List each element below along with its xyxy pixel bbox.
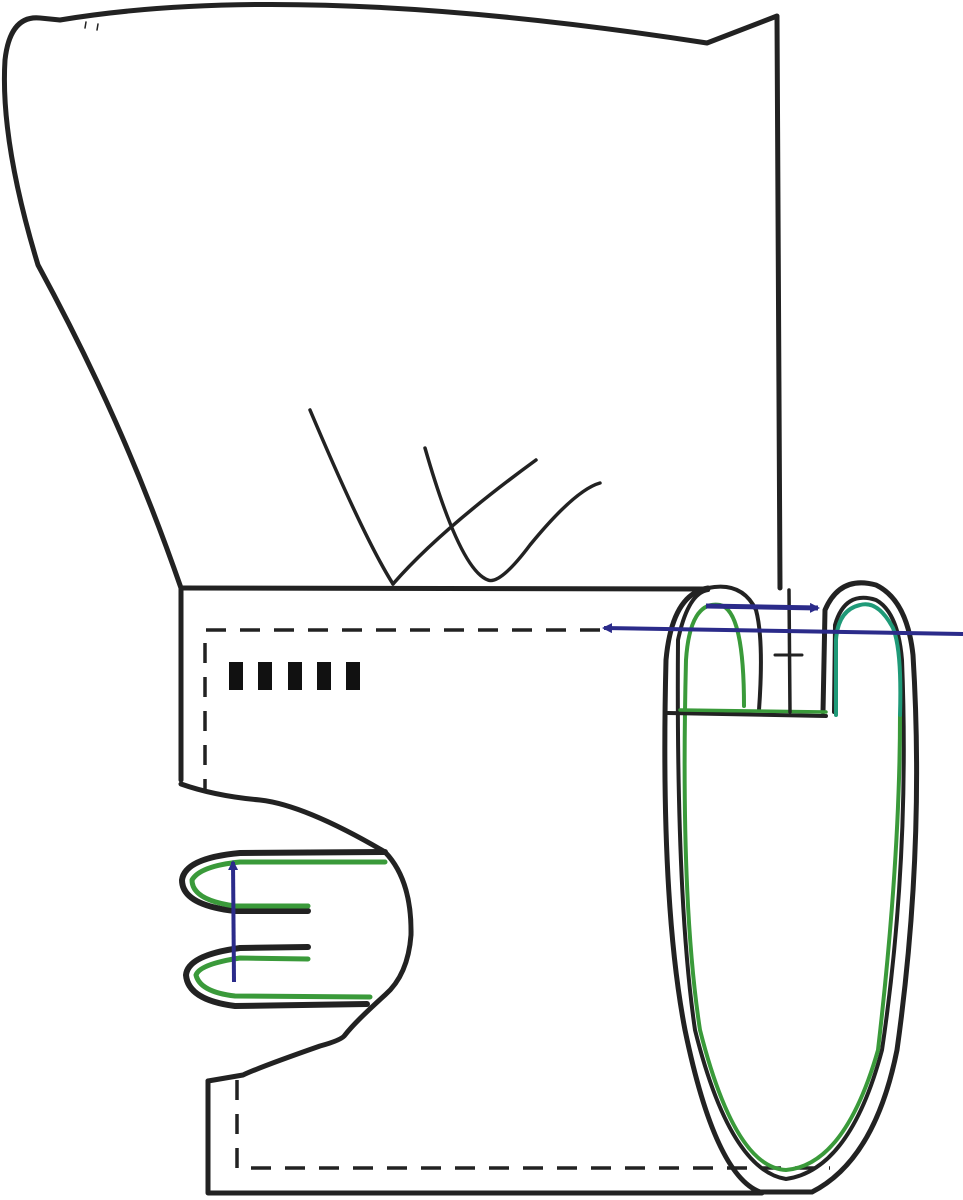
perforation-row xyxy=(229,662,360,690)
arrows xyxy=(228,602,963,983)
body-outline xyxy=(178,585,765,1196)
arrow-left-long xyxy=(602,623,963,636)
upper-shape xyxy=(1,1,783,591)
strand-lines xyxy=(84,21,602,586)
arrow-up xyxy=(228,860,239,983)
right-pocket xyxy=(662,580,920,1195)
dashed-guides xyxy=(203,628,830,1170)
left-loops xyxy=(179,849,388,1009)
arrow-right-short xyxy=(705,602,820,613)
